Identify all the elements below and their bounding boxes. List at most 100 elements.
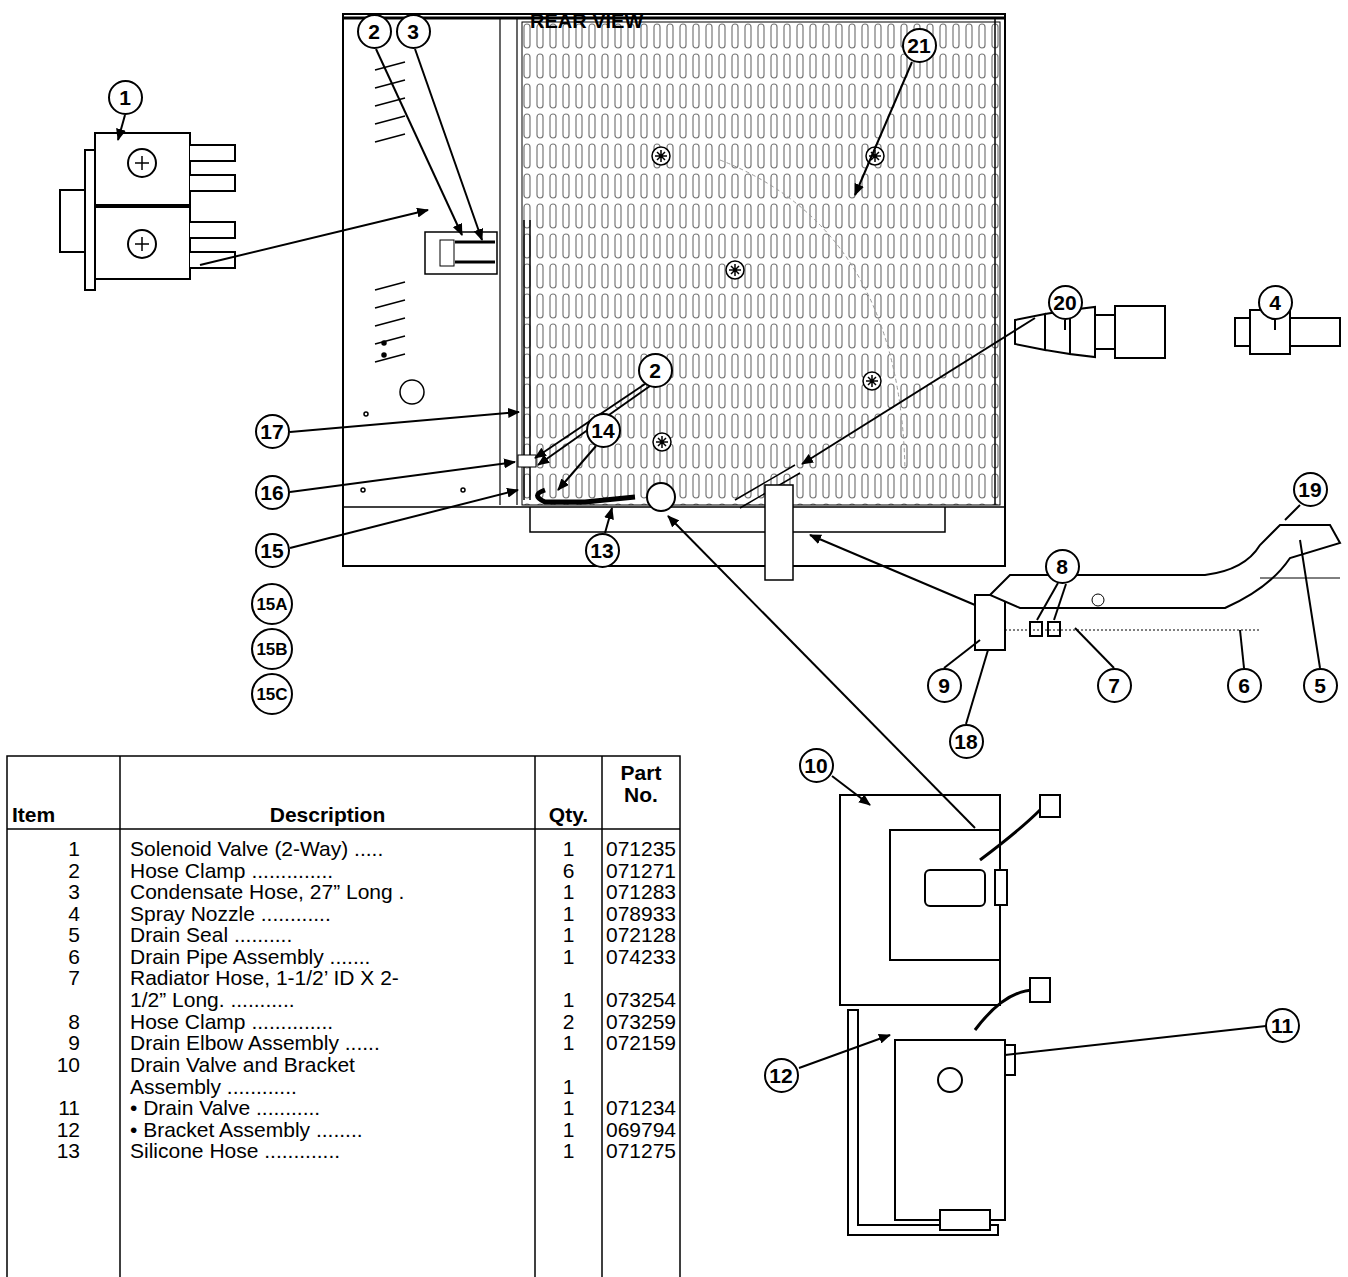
callout-number: 19: [1293, 472, 1328, 507]
callout-number-text: 19: [1298, 479, 1321, 500]
quantity: 6: [535, 860, 602, 882]
item-number: 12: [10, 1119, 80, 1141]
quantity: 1: [535, 838, 602, 860]
quantity-text: 1: [563, 1075, 575, 1098]
part-number: 071271: [602, 860, 680, 882]
item-number: 11: [10, 1097, 80, 1119]
quantity: 1: [535, 989, 602, 1011]
item-number-text: 3: [68, 880, 80, 903]
callout-number: 15A: [251, 583, 293, 625]
callout-number-text: 1: [119, 87, 131, 108]
part-description: Hose Clamp ..............: [130, 860, 530, 882]
callout-number-text: 20: [1053, 292, 1076, 313]
view-title: REAR VIEW: [530, 10, 643, 33]
quantity-text: 2: [563, 1010, 575, 1033]
callout-number-text: 18: [954, 731, 977, 752]
part-number: 071275: [602, 1140, 680, 1162]
part-description-text: Spray Nozzle ............: [130, 902, 331, 925]
part-number-text: 072128: [606, 923, 676, 946]
callout-number-text: 6: [1238, 675, 1250, 696]
callout-number: 17: [255, 414, 290, 449]
callout-number-text: 12: [769, 1065, 792, 1086]
quantity: 2: [535, 1011, 602, 1033]
part-number-text: 069794: [606, 1118, 676, 1141]
quantity-text: 6: [563, 859, 575, 882]
callout-number-text: 15A: [256, 596, 287, 613]
callout-number-text: 11: [1271, 1015, 1293, 1036]
part-number: 073259: [602, 1011, 680, 1033]
part-description: Drain Seal ..........: [130, 924, 530, 946]
callout-number: 16: [255, 475, 290, 510]
callout-number: 12: [764, 1058, 799, 1093]
part-description: Solenoid Valve (2-Way) .....: [130, 838, 530, 860]
part-number: 071283: [602, 881, 680, 903]
item-number-text: 4: [68, 902, 80, 925]
callout-number: 14: [586, 413, 621, 448]
quantity-text: 1: [563, 1031, 575, 1054]
part-description: Radiator Hose, 1-1/2’ ID X 2-1/2” Long. …: [130, 967, 415, 1010]
part-description-text: Drain Pipe Assembly .......: [130, 945, 370, 968]
part-description: Hose Clamp ..............: [130, 1011, 530, 1033]
callout-number-text: 8: [1056, 556, 1068, 577]
quantity: 1: [535, 1140, 602, 1162]
item-number-text: 1: [68, 837, 80, 860]
callout-number: 15B: [251, 628, 293, 670]
item-number-text: 8: [68, 1010, 80, 1033]
callout-number-text: 21: [907, 35, 930, 56]
part-description: Drain Elbow Assembly ......: [130, 1032, 530, 1054]
callout-number: 1: [108, 80, 143, 115]
part-description-text: • Bracket Assembly ........: [130, 1118, 363, 1141]
callout-number-text: 17: [260, 421, 283, 442]
callout-number-text: 15B: [256, 641, 287, 658]
item-number: 6: [10, 946, 80, 968]
table-header-text: Part No.: [621, 761, 662, 806]
callout-number-text: 2: [368, 21, 380, 42]
part-description: Drain Valve and Bracket Assembly .......…: [130, 1054, 415, 1097]
table-header: Qty.: [535, 804, 602, 826]
table-header-text: Item: [12, 803, 55, 826]
callout-number-text: 4: [1269, 292, 1281, 313]
quantity: 1: [535, 946, 602, 968]
quantity-text: 1: [563, 837, 575, 860]
item-number: 4: [10, 903, 80, 925]
item-number-text: 6: [68, 945, 80, 968]
item-number-text: 10: [57, 1053, 80, 1076]
part-description-text: Silicone Hose .............: [130, 1139, 340, 1162]
part-number-text: 072159: [606, 1031, 676, 1054]
part-description: Drain Pipe Assembly .......: [130, 946, 530, 968]
callout-number-text: 14: [591, 420, 614, 441]
part-number: 078933: [602, 903, 680, 925]
callout-number-text: 7: [1108, 675, 1120, 696]
callout-number: 7: [1097, 668, 1132, 703]
part-description: Silicone Hose .............: [130, 1140, 530, 1162]
part-number: 069794: [602, 1119, 680, 1141]
callout-number-text: 16: [260, 482, 283, 503]
quantity: 1: [535, 881, 602, 903]
callout-number: 10: [799, 748, 834, 783]
callout-number-text: 15: [260, 540, 283, 561]
callout-number-text: 15C: [256, 686, 287, 703]
part-number-text: 071283: [606, 880, 676, 903]
quantity: 1: [535, 1076, 602, 1098]
callout-number-text: 10: [804, 755, 827, 776]
part-description-text: Drain Seal ..........: [130, 923, 292, 946]
quantity: 1: [535, 1097, 602, 1119]
part-number: 072128: [602, 924, 680, 946]
item-number: 7: [10, 967, 80, 989]
part-number-text: 071235: [606, 837, 676, 860]
part-description: Spray Nozzle ............: [130, 903, 530, 925]
callout-number-text: 5: [1314, 675, 1326, 696]
part-number-text: 073254: [606, 988, 676, 1011]
item-number-text: 2: [68, 859, 80, 882]
part-description-text: Hose Clamp ..............: [130, 1010, 333, 1033]
table-header: Item: [12, 804, 112, 826]
item-number-text: 12: [57, 1118, 80, 1141]
table-header: Description: [120, 804, 535, 826]
quantity-text: 1: [563, 1096, 575, 1119]
part-description: Condensate Hose, 27” Long .: [130, 881, 530, 903]
item-number: 8: [10, 1011, 80, 1033]
callout-number: 2: [357, 14, 392, 49]
item-number: 1: [10, 838, 80, 860]
item-number: 2: [10, 860, 80, 882]
